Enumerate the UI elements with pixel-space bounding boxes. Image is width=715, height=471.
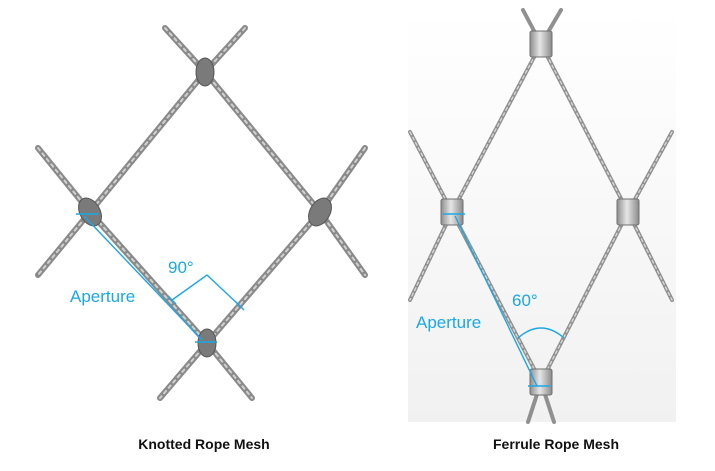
aperture-line bbox=[83, 215, 203, 341]
ferrule-top bbox=[529, 30, 553, 58]
knotted-aperture-label: Aperture bbox=[70, 287, 135, 306]
aperture-line bbox=[454, 215, 538, 387]
knotted-caption: Knotted Rope Mesh bbox=[138, 436, 270, 452]
right-angle-marker bbox=[171, 274, 241, 307]
ferrule-right bbox=[616, 198, 640, 226]
angle-arc bbox=[517, 327, 565, 339]
ferrule-left bbox=[440, 198, 464, 226]
ferrule-aperture-label: Aperture bbox=[416, 313, 481, 332]
rope-knots bbox=[78, 57, 332, 358]
ferrule-angle-label: 60° bbox=[512, 291, 538, 310]
knotted-angle-label: 90° bbox=[168, 258, 194, 277]
ferrule-caption: Ferrule Rope Mesh bbox=[492, 436, 620, 452]
knotted-mesh-panel: 90° Aperture bbox=[35, 25, 368, 401]
ferrule-annotations bbox=[443, 213, 565, 387]
ferrule-mesh-panel: 60° Aperture bbox=[408, 8, 676, 424]
ferrule-bottom bbox=[529, 368, 553, 396]
ferrule-sleeves bbox=[440, 30, 640, 396]
knotted-annotations bbox=[76, 213, 245, 343]
